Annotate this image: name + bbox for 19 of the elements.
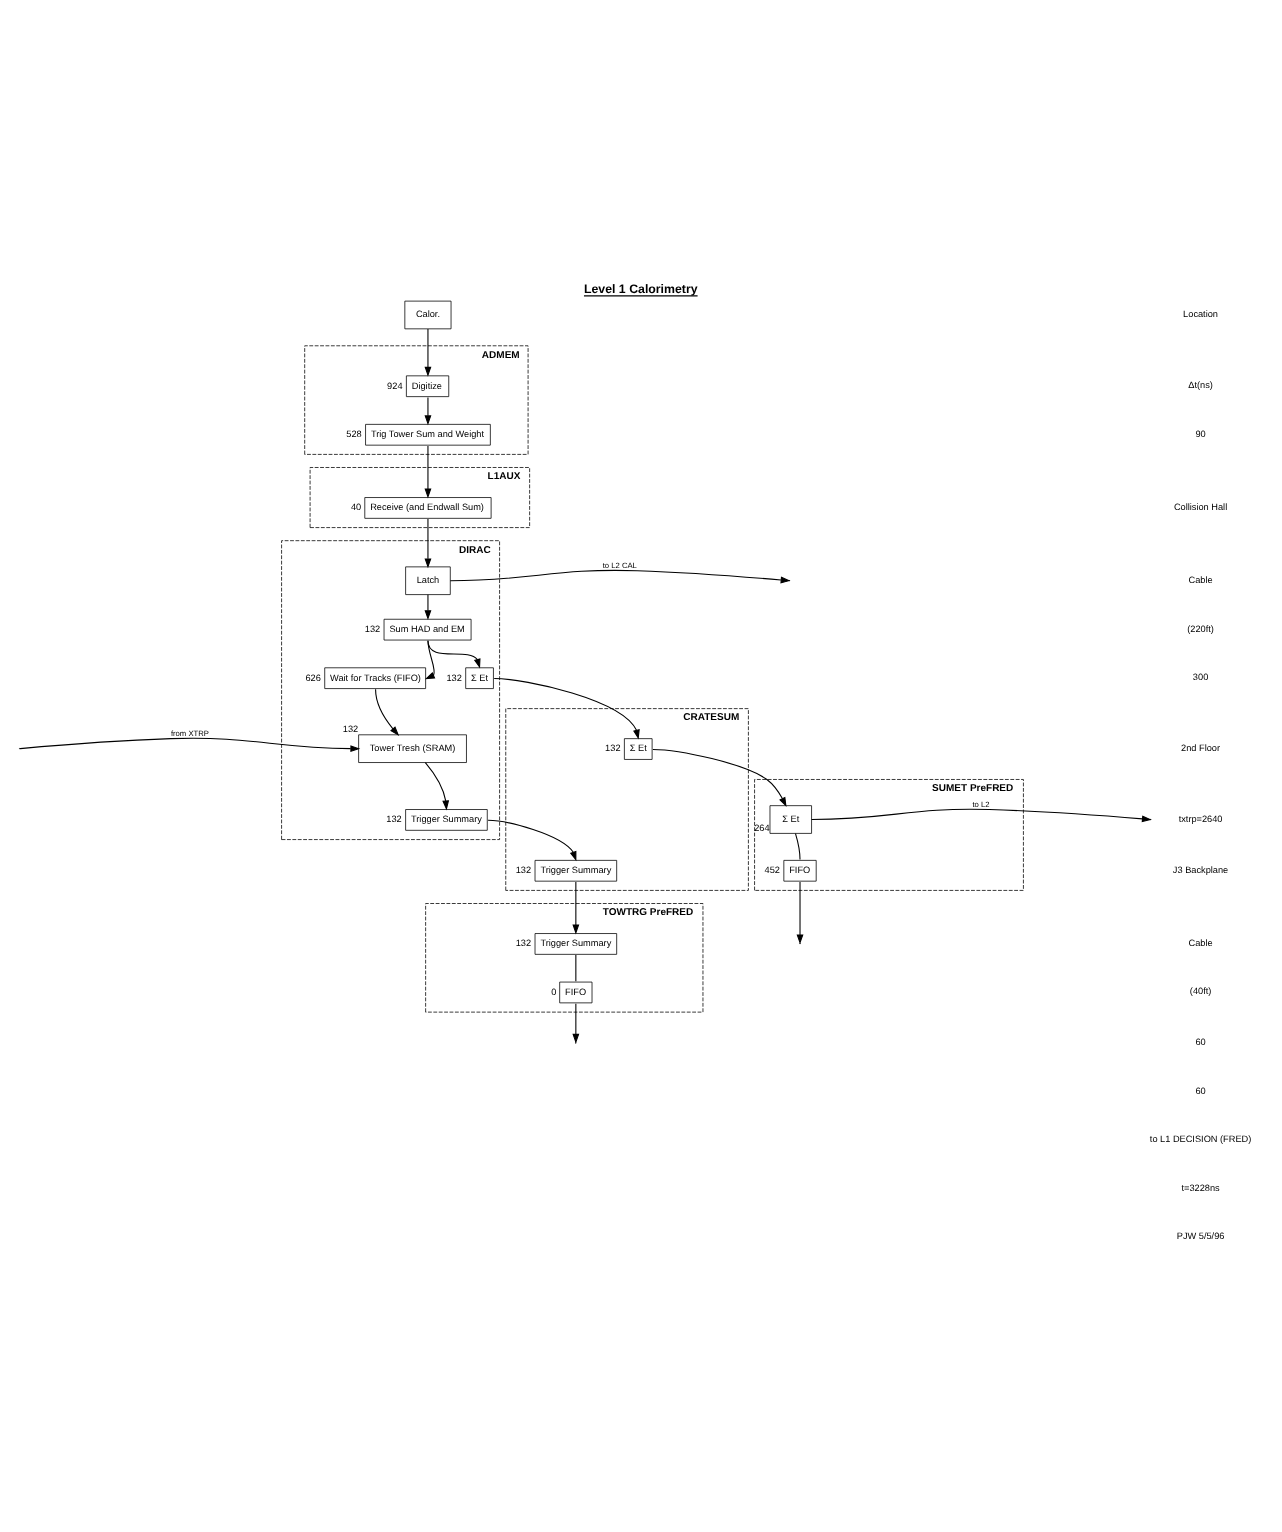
arrow [424, 594, 432, 621]
arrow [493, 678, 640, 740]
arrow [424, 640, 436, 680]
arrow [375, 688, 400, 736]
arrow [424, 518, 432, 569]
arrow [424, 328, 432, 377]
connector [575, 954, 577, 982]
arrow [424, 762, 450, 811]
connector [794, 833, 801, 861]
arrow [572, 1003, 580, 1044]
arrow [572, 881, 580, 935]
arrow [449, 569, 791, 584]
arrow [19, 737, 361, 753]
arrow [487, 819, 577, 862]
arrow [427, 640, 481, 669]
arrow [424, 396, 432, 426]
arrow [652, 748, 787, 808]
arrow [424, 445, 432, 499]
arrow [796, 881, 804, 945]
